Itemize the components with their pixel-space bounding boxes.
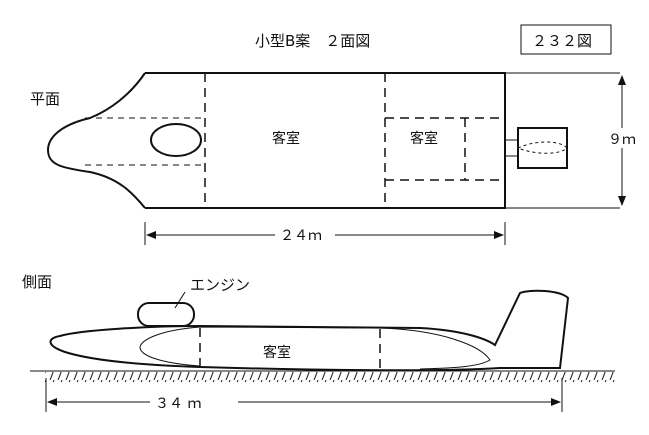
figure-number-box — [520, 24, 612, 55]
side-cabin-outline — [139, 326, 491, 370]
plan-view-label: 平面 — [30, 90, 60, 108]
ground-hatching — [45, 372, 615, 382]
engine-label: エンジン — [190, 276, 250, 294]
plan-cabin-main: 客室 — [272, 130, 300, 147]
plan-tail-extension — [505, 72, 620, 209]
side-view-label: 側面 — [22, 273, 52, 291]
side-view: 側面 エンジン 客室 ３４ ｍ — [22, 273, 615, 412]
drawing-title: 小型B案 ２面図 — [255, 32, 370, 50]
side-length-dimension: ３４ ｍ — [155, 396, 201, 412]
plan-fuselage-outline — [145, 72, 506, 209]
plan-rear-cabin-outline — [385, 117, 505, 181]
side-cabin-label: 客室 — [263, 344, 291, 361]
plan-window-oval — [150, 123, 202, 157]
plan-length-dimension: ２４ｍ — [280, 228, 322, 244]
engine-pod — [137, 302, 195, 327]
side-fuselage-outline — [49, 289, 570, 372]
plan-tail-engine-box — [517, 127, 568, 169]
plan-cabin-rear: 客室 — [410, 130, 438, 147]
figure-number: ２３２図 — [532, 32, 592, 50]
engine-leader-line — [174, 291, 186, 309]
plan-tail-fin-shape — [517, 141, 568, 154]
plan-tail-strut — [505, 139, 518, 157]
plan-nose-outline — [46, 72, 146, 209]
plan-view: 平面 客室 客室 ９ｍ ２４ｍ — [30, 72, 640, 245]
plan-width-dimension: ９ｍ — [608, 132, 636, 148]
